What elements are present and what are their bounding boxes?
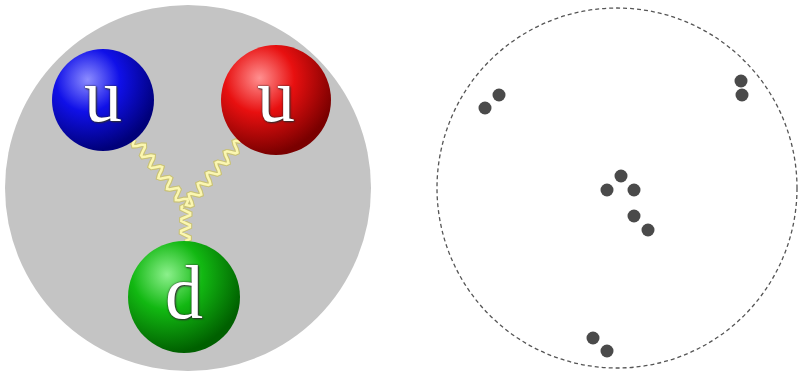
- parton-dot: [601, 184, 614, 197]
- proton-boundary: [437, 8, 797, 368]
- gluon-line: [181, 141, 240, 241]
- parton-dot: [479, 102, 492, 115]
- quark-sphere: u: [52, 49, 154, 151]
- sphere-fill: [128, 241, 240, 353]
- sphere-fill: [221, 45, 331, 155]
- parton-dot: [601, 345, 614, 358]
- parton-dot: [628, 210, 641, 223]
- gluon-core: [181, 141, 240, 241]
- parton-dot: [587, 332, 600, 345]
- quark-label: u: [84, 57, 122, 133]
- sphere-fill: [52, 49, 154, 151]
- parton-dot: [615, 170, 628, 183]
- parton-dot: [736, 89, 749, 102]
- proton-body: [5, 5, 371, 371]
- quark-label: u: [257, 57, 295, 133]
- quark-label: d: [165, 254, 203, 330]
- gluon-outline: [181, 141, 240, 241]
- gluon-core: [133, 140, 240, 206]
- gluon-line: [133, 140, 240, 206]
- parton-dot: [628, 184, 641, 197]
- quark-sphere: u: [221, 45, 331, 155]
- parton-dots: [479, 75, 749, 358]
- parton-dot: [735, 75, 748, 88]
- quark-sphere: d: [128, 241, 240, 353]
- parton-dot: [642, 224, 655, 237]
- parton-dot: [493, 89, 506, 102]
- gluon-outline: [133, 140, 240, 206]
